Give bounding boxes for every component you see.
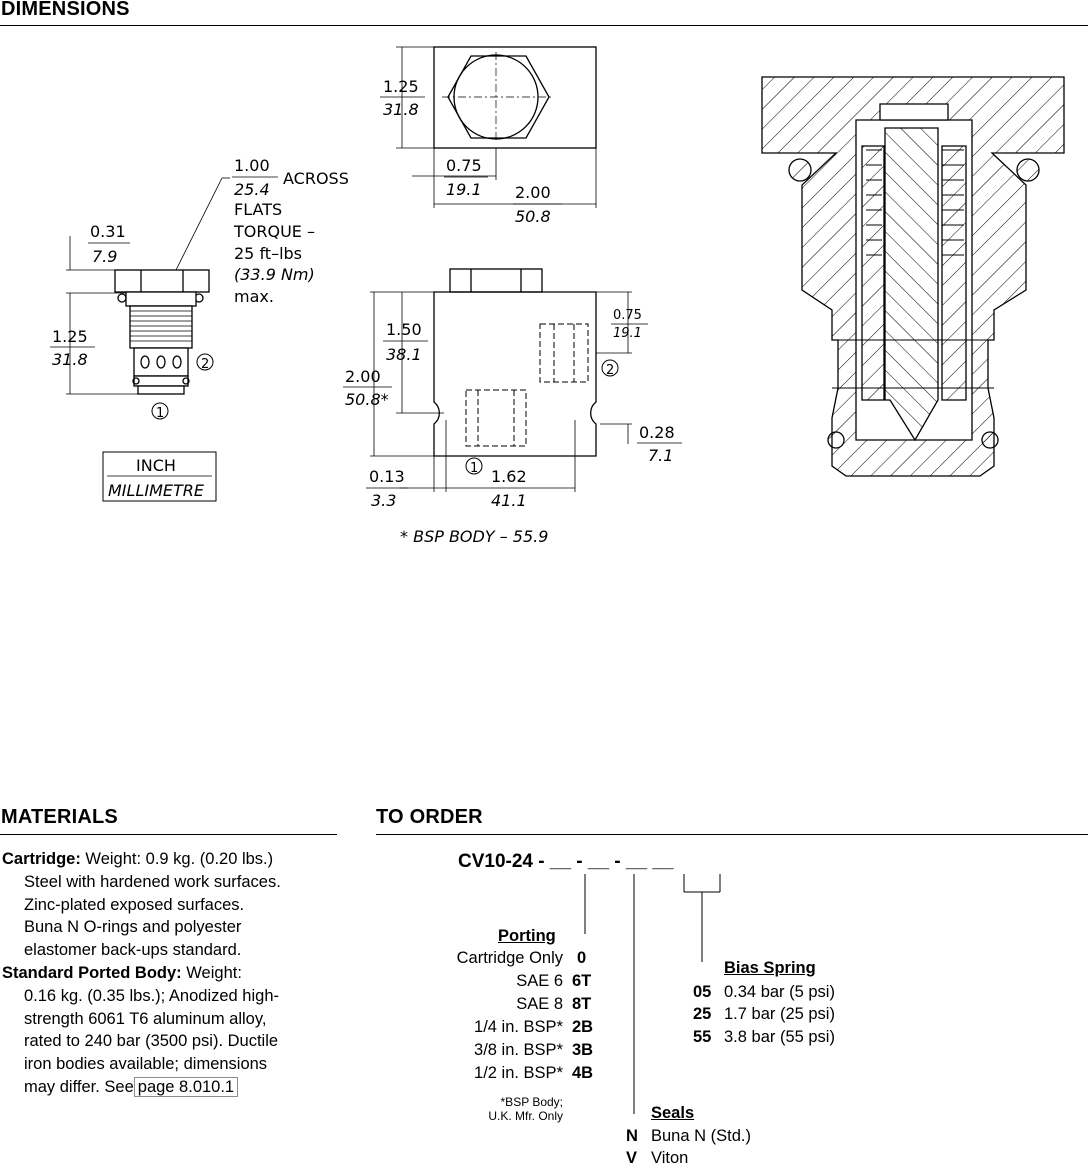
body-028-in: 0.28 (639, 423, 675, 442)
units-legend (102, 451, 217, 502)
seals-option-0-label: Buna N (Std.) (651, 1127, 751, 1145)
top-200-mm: 50.8 (515, 207, 551, 226)
cartridge-cross-section (761, 76, 1065, 477)
cartridge-line-3: Buna N O-rings and polyester (24, 918, 242, 937)
bsp-body-note: * BSP BODY – 55.9 (400, 527, 548, 546)
top-h-mm: 31.8 (383, 100, 419, 119)
top-h-in: 1.25 (383, 77, 419, 96)
legend-mm: MILLIMETRE (108, 481, 205, 500)
body-200-in: 2.00 (345, 367, 381, 386)
materials-text: Cartridge: Weight: 0.9 kg. (0.20 lbs.) S… (2, 848, 337, 1099)
porting-option-1-label: SAE 6 (516, 972, 563, 990)
spring-option-2-label: 3.8 bar (55 psi) (724, 1028, 835, 1046)
body-013-in: 0.13 (369, 467, 405, 486)
spring-option-1-code: 25 (693, 1005, 712, 1023)
port-2-label: 2 (201, 357, 209, 372)
dimensions-rule (0, 25, 1088, 26)
body-label: Standard Ported Body: (2, 963, 182, 982)
cartridge-line-1: Steel with hardened work surfaces. (24, 872, 281, 891)
porting-option-5-label: 1/2 in. BSP* (474, 1064, 563, 1082)
porting-option-0-label: Cartridge Only (456, 949, 563, 967)
flats-label: FLATS (234, 200, 282, 219)
materials-title: MATERIALS (1, 806, 118, 828)
cartridge-line-2: Zinc-plated exposed surfaces. (24, 895, 245, 914)
body-150-in: 1.50 (386, 320, 422, 339)
to-order-rule (376, 834, 1088, 835)
spring-option-1-label: 1.7 bar (25 psi) (724, 1005, 835, 1023)
seals-option-0-code: N (626, 1127, 638, 1145)
porting-option-5-code: 4B (572, 1064, 594, 1082)
body-200-mm: 50.8* (345, 390, 389, 409)
body-028-mm: 7.1 (648, 446, 673, 465)
torque-ftlbs: 25 ft–lbs (234, 244, 302, 263)
top-200-in: 2.00 (515, 183, 551, 202)
porting-header: Porting (498, 927, 556, 945)
spring-header: Bias Spring (724, 959, 816, 977)
torque-label: TORQUE – (233, 222, 315, 241)
bsp-note-1: *BSP Body; (500, 1095, 563, 1109)
materials-rule (0, 834, 337, 835)
across-mm: 25.4 (234, 180, 270, 199)
body-top-view (396, 46, 597, 208)
torque-max: max. (234, 287, 274, 306)
port-1-label: 1 (156, 406, 164, 421)
across-in: 1.00 (234, 156, 270, 175)
torque-nm: (33.9 Nm) (234, 265, 315, 284)
body-075-mm: 19.1 (613, 326, 642, 341)
dim-125-in: 1.25 (52, 327, 88, 346)
body-162-in: 1.62 (491, 467, 527, 486)
body-port-1-label: 1 (470, 461, 478, 476)
seals-option-1-label: Viton (651, 1149, 689, 1167)
top-075-in: 0.75 (446, 156, 482, 175)
body-line-4: iron bodies available; dimensions (24, 1055, 268, 1074)
seals-header: Seals (651, 1104, 695, 1122)
body-line-2: strength 6061 T6 aluminum alloy, (24, 1009, 267, 1028)
body-port-2-label: 2 (606, 363, 614, 378)
porting-option-0-code: 0 (577, 949, 587, 967)
porting-option-1-code: 6T (572, 972, 592, 990)
to-order-title: TO ORDER (376, 806, 483, 828)
top-075-mm: 19.1 (446, 180, 482, 199)
body-162-mm: 41.1 (491, 491, 527, 510)
bsp-note-2: U.K. Mfr. Only (488, 1109, 563, 1123)
spring-option-2-code: 55 (693, 1028, 712, 1046)
order-connectors (584, 874, 721, 1114)
body-075-in: 0.75 (613, 308, 642, 323)
cartridge-label: Cartridge: (2, 850, 81, 868)
porting-option-4-code: 3B (572, 1041, 594, 1059)
body-front-view (370, 268, 632, 492)
dim-125-mm: 31.8 (52, 350, 88, 369)
cartridge-line-4: elastomer back-ups standard. (24, 941, 242, 960)
cartridge-side-view (66, 177, 230, 395)
order-code: CV10-24 - __ - __ - __ __ (458, 851, 674, 872)
dim-031-mm: 7.9 (92, 247, 117, 266)
seals-option-1-code: V (626, 1149, 638, 1167)
spring-option-0-code: 05 (693, 983, 712, 1001)
body-line-5: may differ. See (24, 1077, 134, 1096)
spring-option-0-label: 0.34 bar (5 psi) (724, 983, 835, 1001)
porting-option-2-label: SAE 8 (516, 995, 563, 1013)
legend-inch: INCH (136, 456, 176, 475)
across-label: ACROSS (283, 169, 349, 188)
dimensions-drawing: 0.31 7.9 1.25 31.8 1.00 ACROSS 25.4 FLAT… (50, 46, 1065, 546)
porting-option-3-code: 2B (572, 1018, 594, 1036)
body-line-1: 0.16 kg. (0.35 lbs.); Anodized high- (24, 986, 279, 1005)
cartridge-weight: Weight: 0.9 kg. (0.20 lbs.) (80, 850, 274, 868)
body-013-mm: 3.3 (371, 491, 396, 510)
body-150-mm: 38.1 (386, 345, 422, 364)
dimensions-title: DIMENSIONS (1, 0, 130, 20)
porting-option-3-label: 1/4 in. BSP* (474, 1018, 563, 1036)
page-link[interactable]: page 8.010.1 (133, 1076, 239, 1097)
porting-option-2-code: 8T (572, 995, 592, 1013)
porting-option-4-label: 3/8 in. BSP* (474, 1041, 563, 1059)
dim-031-in: 0.31 (90, 222, 126, 241)
body-line-3: rated to 240 bar (3500 psi). Ductile (24, 1032, 279, 1051)
body-weight-label: Weight: (181, 963, 242, 982)
